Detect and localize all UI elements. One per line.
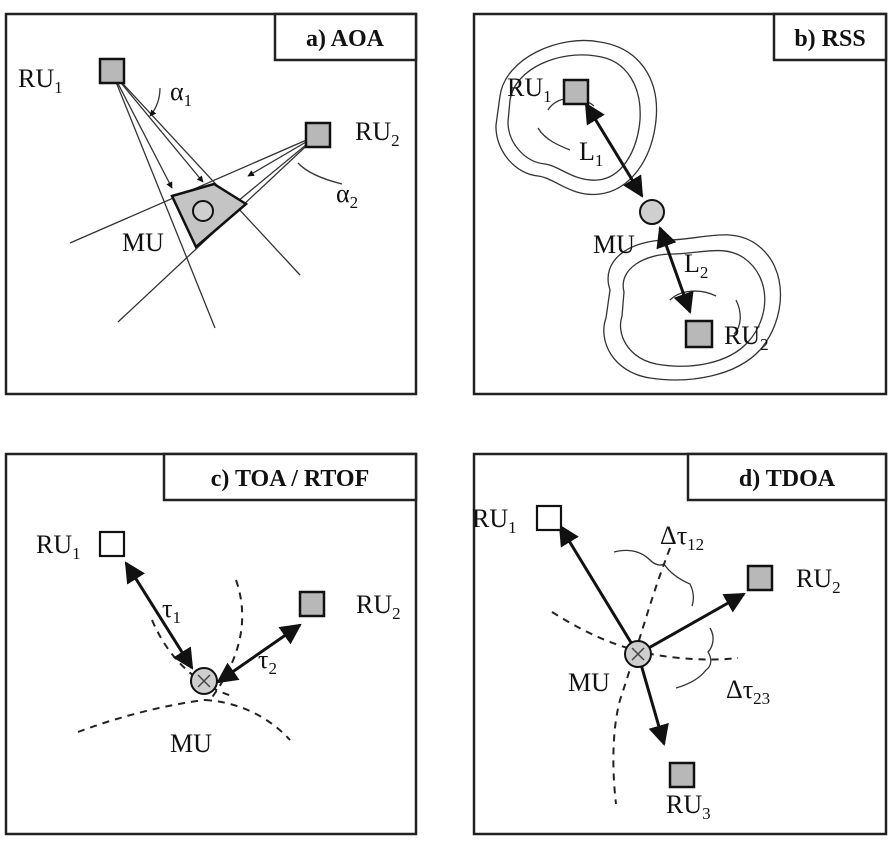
alpha1-label: α1 <box>170 77 192 110</box>
ru1-label: RU1 <box>18 64 63 97</box>
dtau23-label: Δτ23 <box>726 675 770 708</box>
panel-rss: b) RSS RU1 RU2 L1 L2 MU <box>472 12 888 396</box>
ru2-icon <box>298 590 326 618</box>
alpha2-arc <box>297 162 343 185</box>
tau1-label: τ1 <box>162 594 181 627</box>
alpha2-label: α2 <box>336 179 358 212</box>
panel-rss-title-box <box>772 12 888 62</box>
panel-rss-title: b) RSS <box>794 26 865 52</box>
aoa-arrow-ru2-b <box>231 134 319 207</box>
ru3-label: RU3 <box>666 790 711 823</box>
panel-toa-title: c) TOA / RTOF <box>211 466 370 492</box>
mu-icon <box>639 199 665 225</box>
panel-aoa-title: a) AOA <box>306 26 385 52</box>
ru2-label: RU2 <box>356 590 401 623</box>
aoa-arrow-ru1-b <box>111 71 204 183</box>
mu-label: MU <box>568 668 610 697</box>
mu-label: MU <box>122 228 164 257</box>
toa-arc-ru1 <box>209 579 244 701</box>
ru2-label: RU2 <box>724 321 769 354</box>
ru1-label: RU1 <box>36 530 81 563</box>
mu-label: MU <box>170 729 212 758</box>
ru2-label: RU2 <box>355 117 400 150</box>
ru3-icon <box>668 761 696 789</box>
mu-mark-icon <box>197 674 211 688</box>
tdoa-hyperbola-12 <box>612 547 671 805</box>
arrow-to-ru2 <box>637 592 746 656</box>
ru1-label: RU1 <box>472 504 517 537</box>
ru2-icon <box>684 319 714 349</box>
dtau12-label: Δτ12 <box>660 521 704 554</box>
dtau12-brace <box>613 549 694 607</box>
ru1-icon <box>535 504 563 532</box>
panel-aoa-title-box <box>273 12 418 62</box>
panel-tdoa-title-box <box>686 452 888 502</box>
l2-arrow <box>656 226 694 314</box>
arrow-to-ru3 <box>636 653 669 747</box>
panel-aoa: a) AOA RU1 RU2 α1 α2 MU <box>4 12 418 396</box>
tau2-label: τ2 <box>258 645 277 678</box>
mu-icon <box>192 200 214 222</box>
ru2-icon <box>304 121 332 149</box>
aoa-ru1-line-right <box>111 71 301 276</box>
panel-tdoa: d) TDOA RU1 RU2 RU3 Δτ12 Δτ23 MU <box>472 452 888 836</box>
ru1-icon <box>562 78 590 106</box>
l1-arrow <box>584 102 644 198</box>
ru2-icon <box>746 564 774 592</box>
panel-tdoa-title: d) TDOA <box>739 466 836 492</box>
ru1-icon <box>98 530 126 558</box>
ru1-icon <box>98 57 126 85</box>
tdoa-hyperbola-23 <box>551 611 739 661</box>
panel-rss-frame <box>472 12 888 396</box>
aoa-arrow-ru1-a <box>111 71 173 189</box>
aoa-ru1-line-left <box>111 71 216 329</box>
tau2-arrow <box>216 623 302 684</box>
toa-arc-ru2 <box>77 699 206 733</box>
panel-toa-title-box <box>162 452 418 502</box>
dtau23-brace <box>675 627 714 689</box>
panel-toa-rtof: c) TOA / RTOF RU1 RU2 τ1 τ2 MU <box>4 452 418 836</box>
alpha1-arc <box>149 87 161 117</box>
rss-contour-ru1-outer <box>495 39 658 196</box>
ru2-label: RU2 <box>796 564 841 597</box>
mu-label: MU <box>593 230 635 259</box>
tau1-arrow <box>124 561 194 670</box>
arrow-to-ru1 <box>558 524 640 655</box>
panel-toa-frame <box>4 452 418 836</box>
l1-label: L1 <box>579 137 603 170</box>
l2-label: L2 <box>684 249 708 282</box>
ru1-label: RU1 <box>507 73 552 106</box>
mu-mark-icon <box>631 647 645 661</box>
